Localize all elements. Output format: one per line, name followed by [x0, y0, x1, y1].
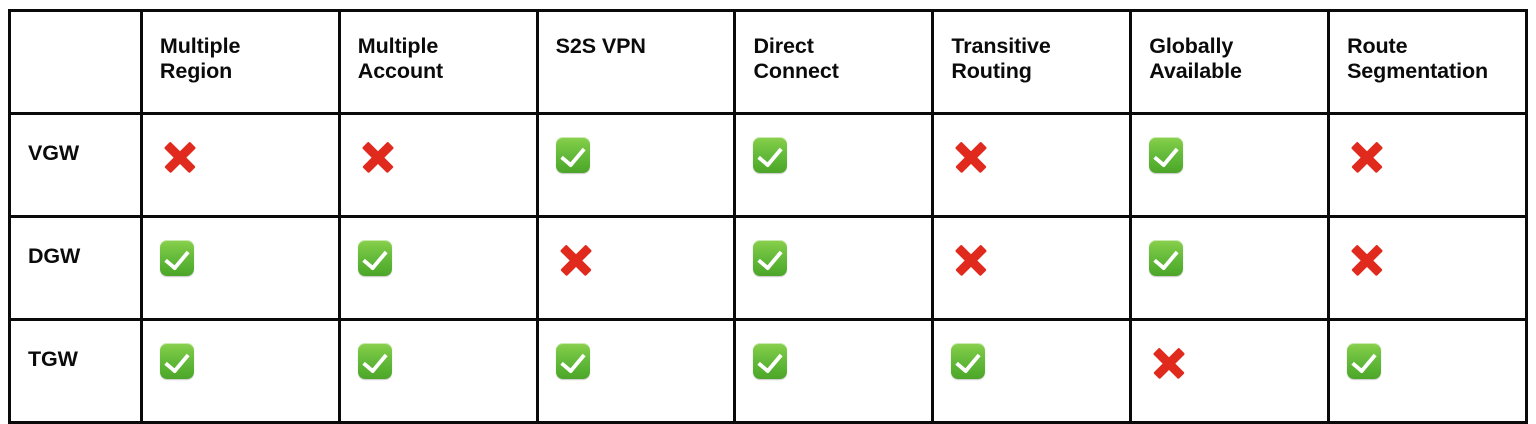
red-cross-icon [160, 137, 200, 177]
cell-dgw-multiple-account [337, 215, 539, 321]
cell-tgw-multiple-account [337, 318, 539, 424]
cell-dgw-direct-connect [733, 215, 935, 321]
table-row: DGW [8, 215, 1528, 321]
row-header-tgw: TGW [8, 318, 143, 424]
column-header-multiple-account: Multiple Account [337, 9, 539, 115]
table-row: TGW [8, 318, 1528, 424]
cell-vgw-s2s-vpn [535, 112, 737, 218]
cell-vgw-direct-connect [733, 112, 935, 218]
red-cross-icon [1347, 240, 1387, 280]
column-header-label: S2S VPN [555, 34, 646, 58]
cell-tgw-multiple-region [139, 318, 341, 424]
column-header-label: Multiple Account [357, 34, 444, 83]
green-check-icon [555, 343, 590, 379]
row-header-label: DGW [28, 244, 81, 268]
column-header-label: Transitive Routing [951, 34, 1051, 83]
column-header-label: Multiple Region [159, 34, 241, 83]
cell-vgw-multiple-account [337, 112, 539, 218]
cell-vgw-globally-available [1129, 112, 1331, 218]
cell-vgw-route-segmentation [1327, 112, 1528, 218]
table-body: VGW DGW TGW [8, 112, 1528, 424]
table-corner-cell [8, 9, 143, 115]
column-header-route-segmentation: Route Segmentation [1327, 9, 1528, 115]
cell-dgw-s2s-vpn [535, 215, 737, 321]
red-cross-icon [556, 240, 596, 280]
green-check-icon [753, 240, 788, 276]
cell-tgw-s2s-vpn [535, 318, 737, 424]
red-cross-icon [951, 240, 991, 280]
column-header-globally-available: Globally Available [1129, 9, 1331, 115]
cell-dgw-route-segmentation [1327, 215, 1528, 321]
cell-vgw-transitive-routing [931, 112, 1133, 218]
cell-tgw-globally-available [1129, 318, 1331, 424]
green-check-icon [159, 240, 194, 276]
comparison-table: Multiple Region Multiple Account S2S VPN… [8, 9, 1528, 424]
cell-dgw-transitive-routing [931, 215, 1133, 321]
green-check-icon [753, 343, 788, 379]
column-header-label: Route Segmentation [1347, 34, 1489, 83]
green-check-icon [753, 137, 788, 173]
red-cross-icon [1347, 137, 1387, 177]
table-header: Multiple Region Multiple Account S2S VPN… [8, 9, 1528, 115]
red-cross-icon [951, 137, 991, 177]
column-header-label: Direct Connect [753, 34, 839, 83]
cell-vgw-multiple-region [139, 112, 341, 218]
column-header-s2s-vpn: S2S VPN [535, 9, 737, 115]
header-row: Multiple Region Multiple Account S2S VPN… [8, 9, 1528, 115]
table-row: VGW [8, 112, 1528, 218]
cell-dgw-globally-available [1129, 215, 1331, 321]
row-header-dgw: DGW [8, 215, 143, 321]
cell-tgw-transitive-routing [931, 318, 1133, 424]
red-cross-icon [358, 137, 398, 177]
column-header-direct-connect: Direct Connect [733, 9, 935, 115]
cell-tgw-route-segmentation [1327, 318, 1528, 424]
green-check-icon [357, 343, 392, 379]
green-check-icon [1149, 137, 1184, 173]
green-check-icon [1149, 240, 1184, 276]
row-header-label: VGW [28, 141, 80, 165]
cell-tgw-direct-connect [733, 318, 935, 424]
green-check-icon [159, 343, 194, 379]
green-check-icon [555, 137, 590, 173]
row-header-vgw: VGW [8, 112, 143, 218]
column-header-label: Globally Available [1149, 34, 1242, 83]
green-check-icon [1347, 343, 1382, 379]
cell-dgw-multiple-region [139, 215, 341, 321]
column-header-multiple-region: Multiple Region [139, 9, 341, 115]
green-check-icon [357, 240, 392, 276]
red-cross-icon [1149, 343, 1189, 383]
green-check-icon [951, 343, 986, 379]
row-header-label: TGW [28, 347, 78, 371]
column-header-transitive-routing: Transitive Routing [931, 9, 1133, 115]
